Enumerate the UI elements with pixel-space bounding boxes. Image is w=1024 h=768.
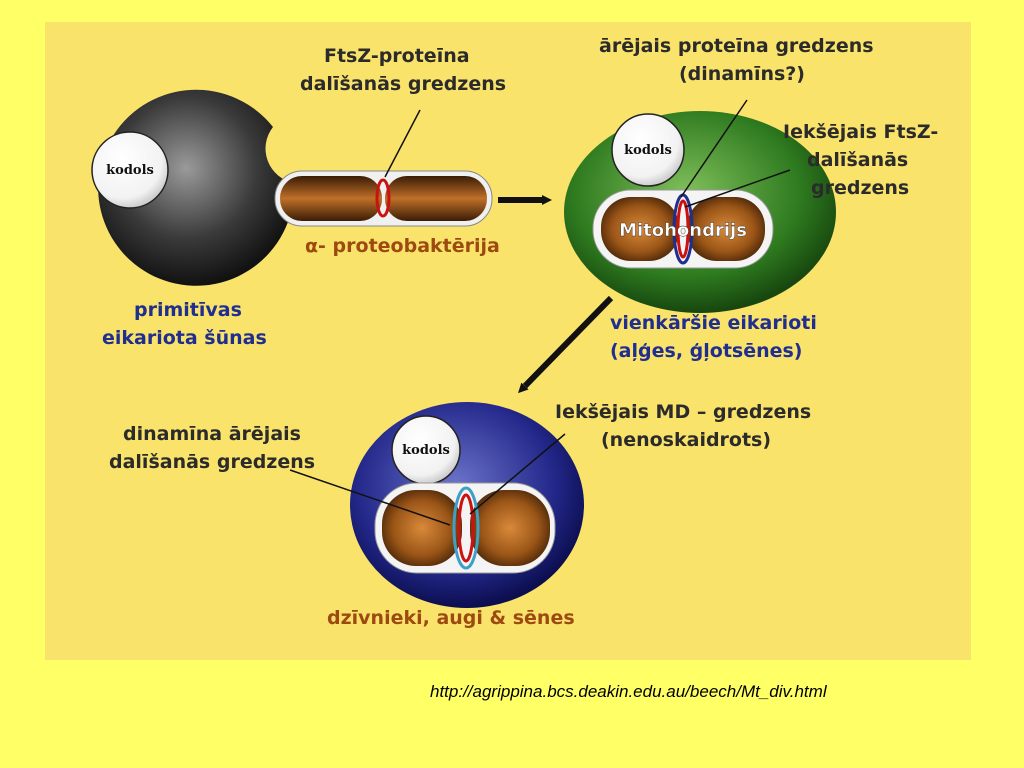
pointer-lines bbox=[289, 99, 791, 526]
division-diagram: kodols kodols Mitohondrijs bbox=[91, 89, 836, 608]
dynamin-outer-ring-label: dinamīna ārējais dalīšanās gredzens bbox=[109, 423, 316, 473]
arrow-down-icon bbox=[518, 295, 614, 394]
pointer-ftsz bbox=[384, 109, 421, 178]
primitive-cell: kodols bbox=[91, 89, 295, 286]
pointer-inner-ftsz bbox=[684, 169, 791, 208]
md-ring-icon bbox=[457, 493, 475, 563]
pointer-outer-ring bbox=[680, 99, 748, 198]
mitochondrion-label: Mitohondrijs bbox=[619, 220, 747, 241]
blue-cell: kodols bbox=[350, 402, 584, 608]
nucleus-icon bbox=[91, 131, 169, 209]
green-cell: kodols Mitohondrijs bbox=[564, 111, 836, 313]
nucleus-icon bbox=[611, 113, 685, 187]
higher-eukaryotes-label: dzīvnieki, augi & sēnes bbox=[327, 607, 575, 629]
outer-protein-ring-label: ārējais proteīna gredzens (dinamīns?) bbox=[599, 35, 874, 85]
nucleus-label: kodols bbox=[106, 163, 154, 178]
nucleus-label: kodols bbox=[402, 443, 450, 458]
diagram-panel: kodols kodols Mitohondrijs bbox=[45, 22, 971, 660]
ftsz-ring-label: FtsZ-proteīna dalīšanās gredzens bbox=[300, 45, 507, 95]
inner-md-ring-label: Iekšējais MD – gredzens (nenoskaidrots) bbox=[555, 401, 812, 451]
dynamin-ring-icon bbox=[452, 486, 480, 570]
pointer-md bbox=[469, 433, 566, 515]
ftsz-ring-icon bbox=[375, 178, 391, 218]
primitive-cells-label: primitīvas eikariota šūnas bbox=[102, 299, 267, 349]
inner-ring-icon bbox=[676, 199, 690, 259]
pointer-dynamin bbox=[289, 469, 451, 526]
inner-ftsz-ring-label: Iekšējais FtsZ- dalīšanās gredzens bbox=[783, 121, 939, 199]
simple-eukaryotes-label: vienkāršie eikarioti (aļģes, ģļotsēnes) bbox=[610, 312, 817, 362]
proteobacterium bbox=[274, 170, 493, 227]
nucleus-label: kodols bbox=[624, 143, 672, 158]
proteobacteria-label: α- proteobaktērija bbox=[305, 235, 500, 257]
source-url: http://agrippina.bcs.deakin.edu.au/beech… bbox=[430, 682, 827, 701]
